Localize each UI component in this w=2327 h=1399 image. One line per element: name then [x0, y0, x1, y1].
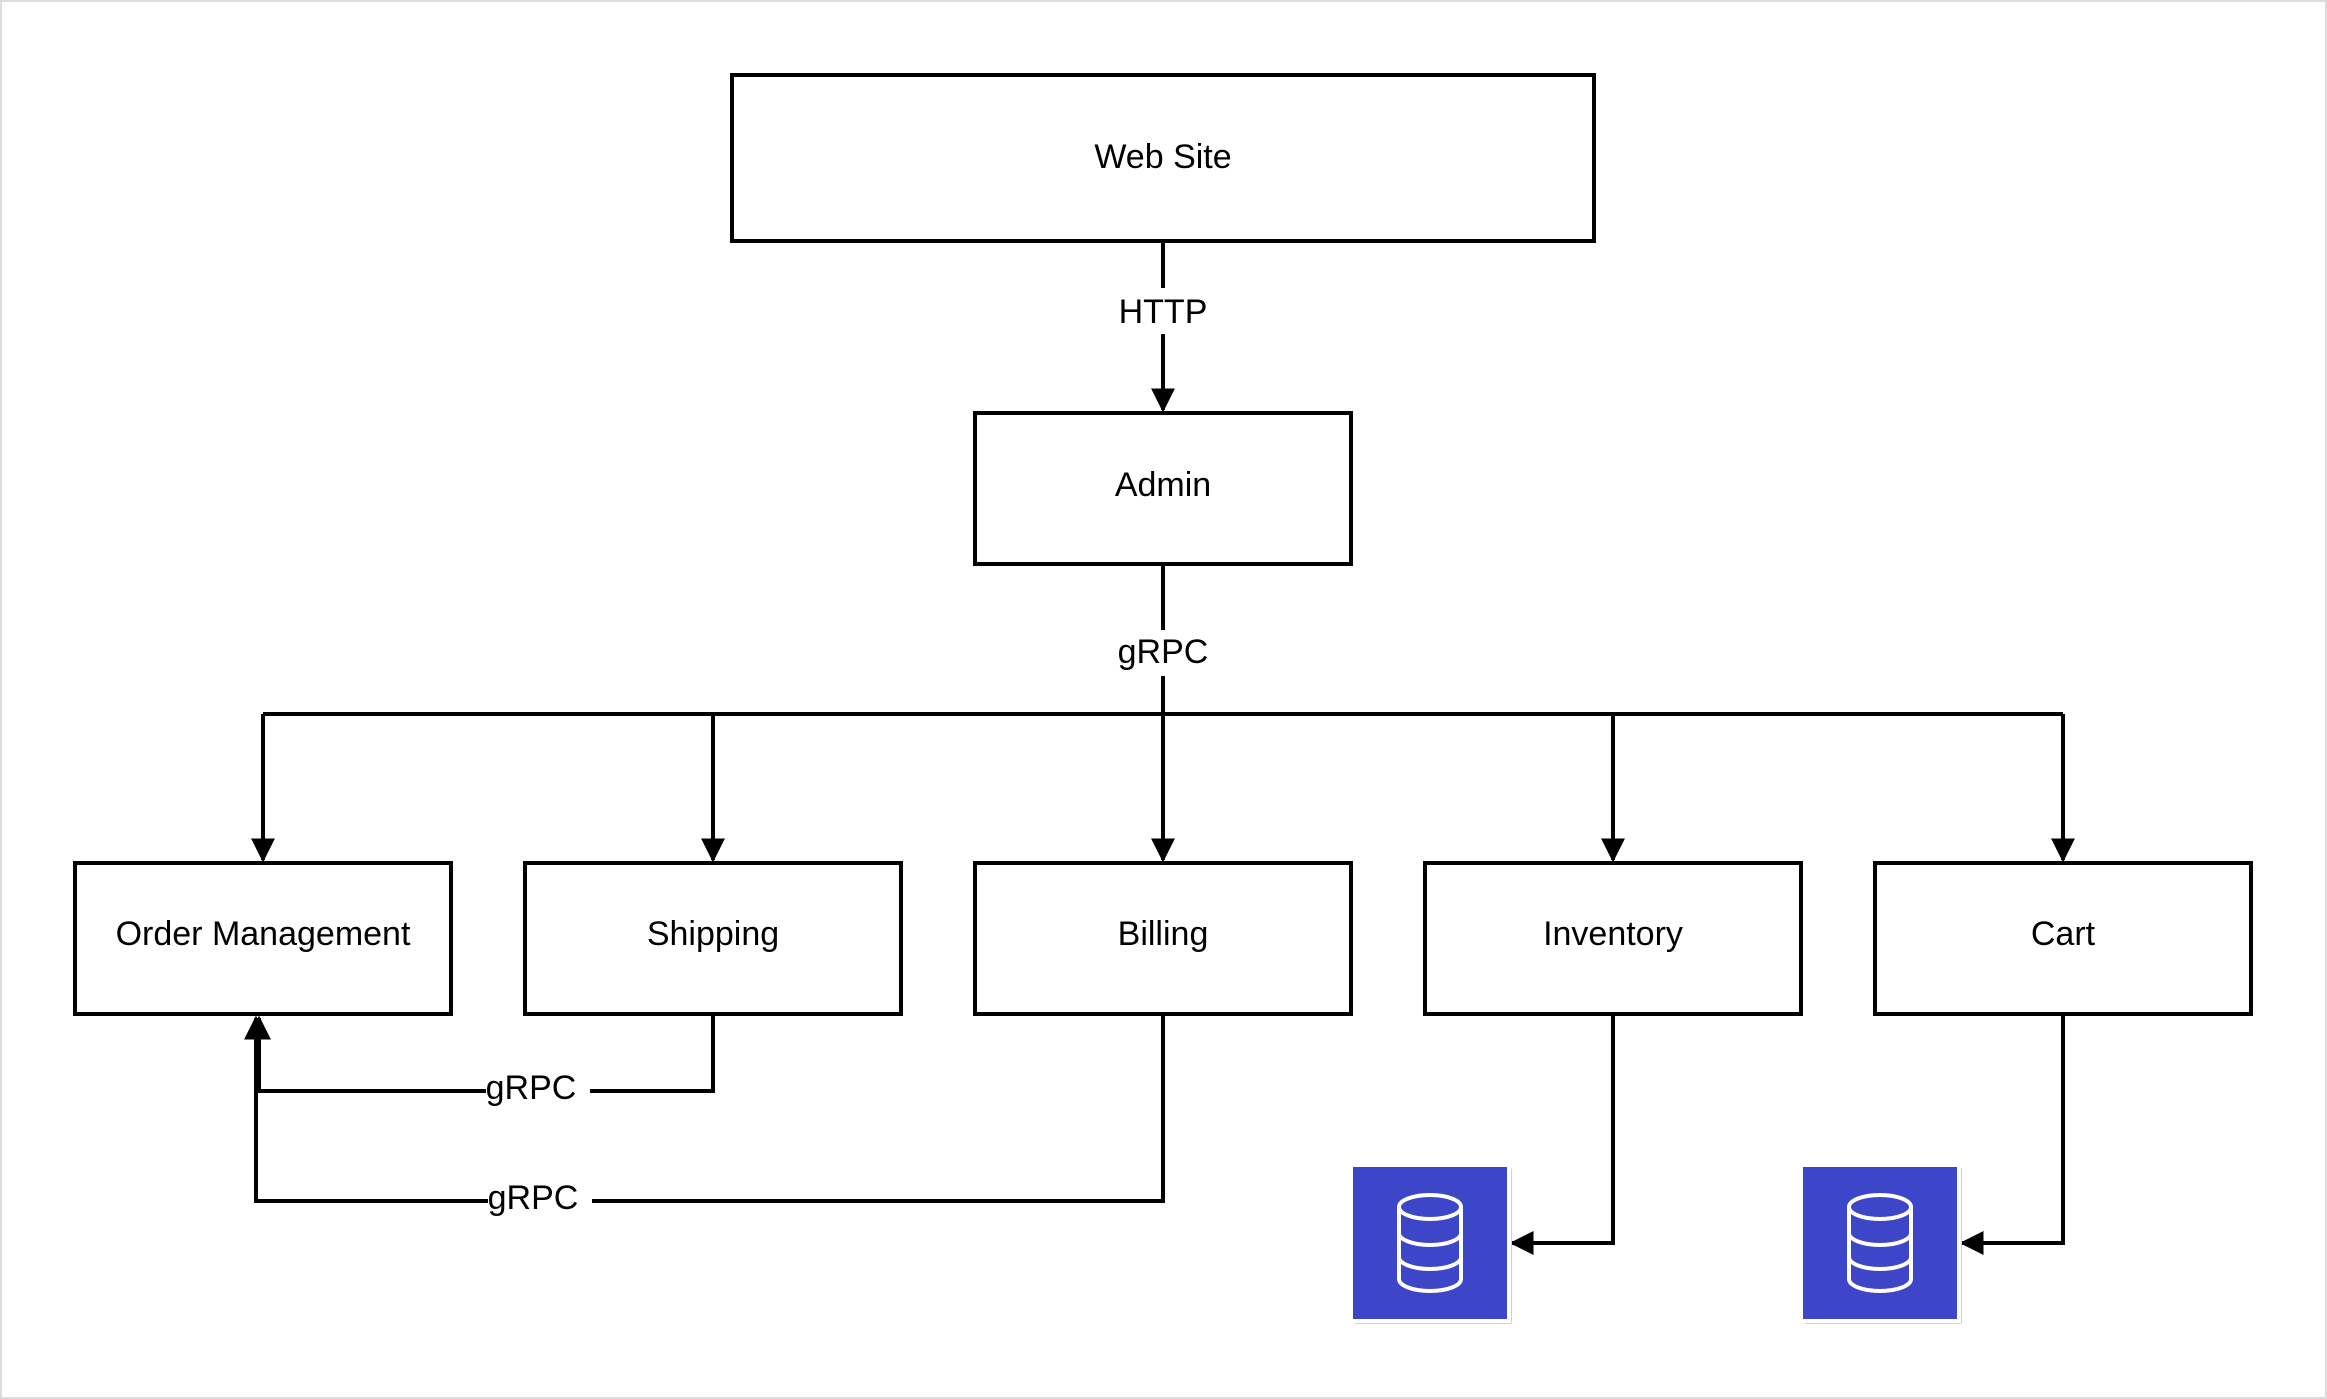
- edge-admin-services: gRPC: [251, 564, 2075, 863]
- node-billing[interactable]: Billing: [973, 861, 1353, 1016]
- node-inventory[interactable]: Inventory: [1423, 861, 1803, 1016]
- edge-inventory-db: [1509, 1014, 1615, 1255]
- edge-billing-order: gRPC: [244, 1014, 1165, 1222]
- node-label-admin: Admin: [1115, 466, 1211, 504]
- node-label-inventory: Inventory: [1543, 915, 1683, 953]
- node-label-billing: Billing: [1118, 915, 1209, 953]
- edge-label-grpc-shipping: gRPC: [486, 1069, 577, 1107]
- node-label-website: Web Site: [1094, 138, 1231, 176]
- edge-label-grpc-billing: gRPC: [488, 1179, 579, 1217]
- node-label-shipping: Shipping: [647, 915, 779, 953]
- node-admin[interactable]: Admin: [973, 411, 1353, 566]
- edge-label-grpc-admin: gRPC: [1118, 633, 1209, 671]
- database-icon: [1397, 1193, 1463, 1293]
- edge-label-http: HTTP: [1119, 293, 1208, 331]
- node-shipping[interactable]: Shipping: [523, 861, 903, 1016]
- edge-shipping-order: gRPC: [247, 1014, 715, 1112]
- edge-website-admin: HTTP: [1112, 241, 1214, 413]
- database-icon: [1847, 1193, 1913, 1293]
- node-label-cart: Cart: [2031, 915, 2096, 953]
- node-order-management[interactable]: Order Management: [73, 861, 453, 1016]
- database-cart[interactable]: [1799, 1163, 1962, 1324]
- node-cart[interactable]: Cart: [1873, 861, 2253, 1016]
- node-website[interactable]: Web Site: [730, 73, 1596, 243]
- node-label-order-management: Order Management: [116, 915, 411, 953]
- database-inventory[interactable]: [1349, 1163, 1512, 1324]
- edge-cart-db: [1959, 1014, 2065, 1255]
